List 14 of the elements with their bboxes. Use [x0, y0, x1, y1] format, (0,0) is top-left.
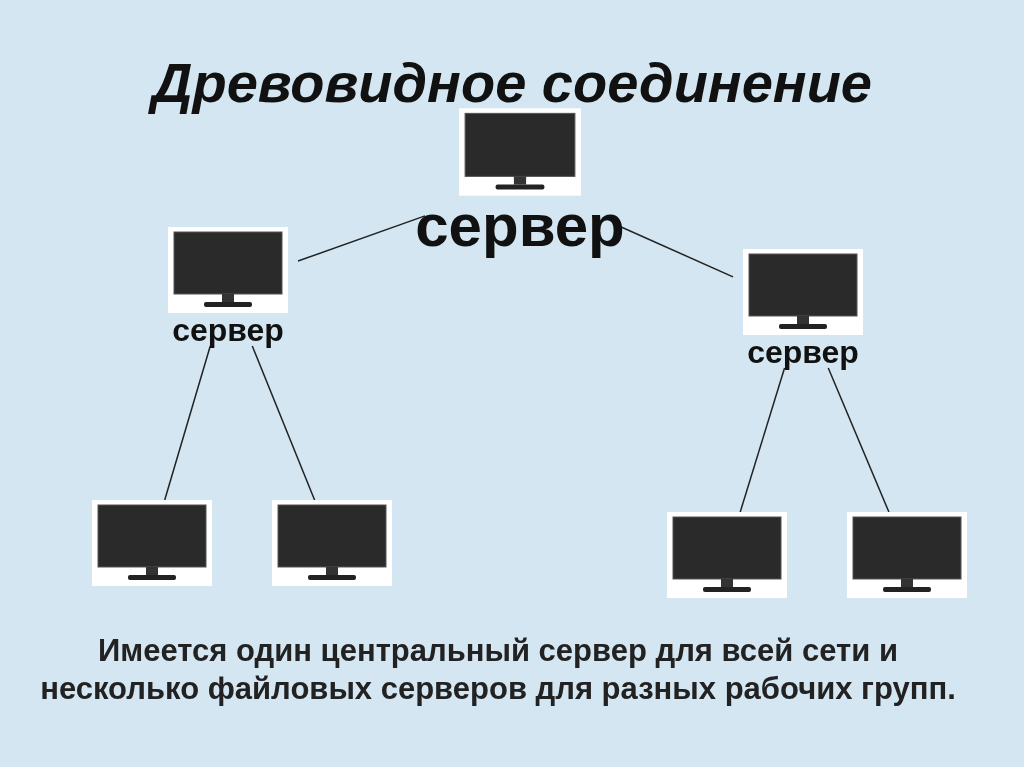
connector-line [251, 345, 316, 501]
node-label: сервер [172, 314, 284, 346]
connector-line [163, 345, 211, 501]
monitor-icon [92, 500, 212, 586]
connector-line [297, 215, 426, 262]
monitor-icon [272, 500, 392, 586]
node-label: сервер [747, 336, 859, 368]
caption: Имеется один центральный сервер для всей сети и несколько файловых серверов для разных рабочих групп. [39, 632, 957, 708]
title: Древовидное соединение [0, 50, 1024, 115]
monitor-icon [667, 512, 787, 598]
connector-line [827, 367, 890, 513]
monitor-icon [847, 512, 967, 598]
connector-line [739, 367, 786, 513]
node-label: сервер [415, 196, 625, 256]
